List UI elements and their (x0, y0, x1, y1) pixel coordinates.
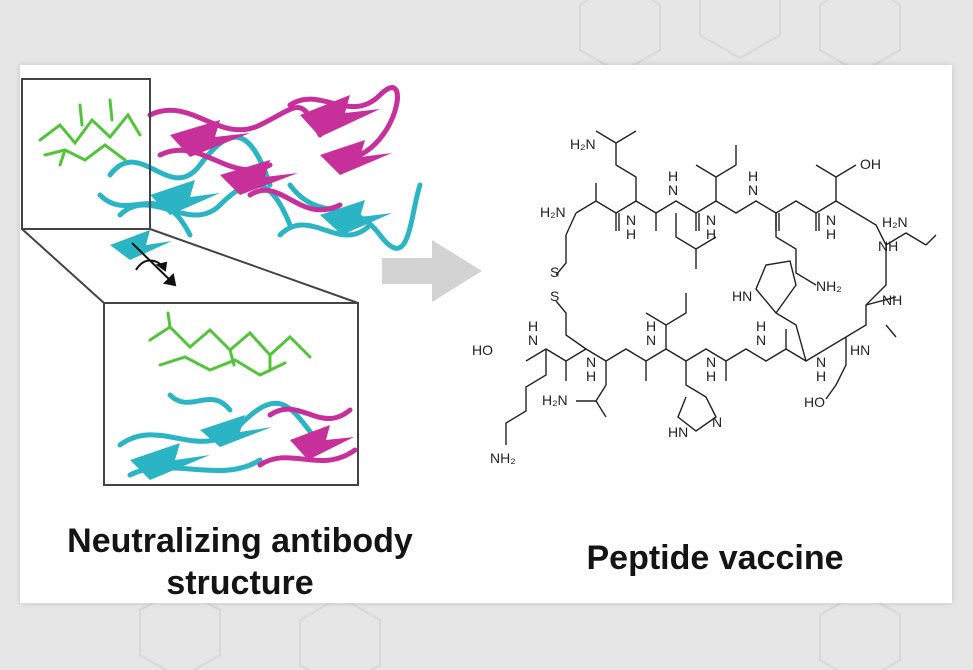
atom-label: N (706, 354, 716, 370)
atom-label: H (586, 368, 596, 384)
atom-label: H (826, 226, 836, 242)
antibody-ribbon-structure (38, 85, 423, 260)
peptide-atom-labels: H₂N H₂N H N N H H N N H N H OH H₂N NH₂ H… (472, 136, 908, 466)
atom-label: H₂N (542, 392, 568, 408)
atom-label: HN (850, 342, 870, 358)
atom-label: H (528, 318, 538, 334)
atom-label: H (646, 318, 656, 334)
atom-label: NH₂ (490, 450, 516, 466)
atom-label: H (668, 168, 678, 184)
atom-label: N (528, 332, 538, 348)
atom-label: N (646, 332, 656, 348)
atom-label: S (550, 264, 559, 280)
atom-label: N (668, 182, 678, 198)
atom-label: N (756, 332, 766, 348)
figure-panel: H₂N H₂N H N N H H N N H N H OH H₂N NH₂ H… (20, 65, 952, 603)
atom-label: H (706, 368, 716, 384)
zoom-inset-frame (21, 78, 359, 486)
rotation-arrow-icon (131, 242, 177, 287)
atom-label: OH (860, 156, 881, 172)
atom-label: H₂N (540, 204, 566, 220)
atom-label: N (712, 414, 722, 430)
atom-label: N (706, 212, 716, 228)
atom-label: N (816, 354, 826, 370)
atom-label: NH (878, 238, 898, 254)
atom-label: N (586, 354, 596, 370)
vaccine-caption: Peptide vaccine (586, 539, 844, 577)
atom-label: NH₂ (816, 278, 842, 294)
atom-label: HN (668, 424, 688, 440)
figure-artwork: H₂N H₂N H N N H H N N H N H OH H₂N NH₂ H… (21, 78, 937, 486)
atom-label: H (816, 368, 826, 384)
atom-label: H (756, 318, 766, 334)
atom-label: HN (732, 288, 752, 304)
zoomed-binding-site (117, 311, 358, 480)
atom-label: H (706, 226, 716, 242)
atom-label: HO (472, 342, 493, 358)
atom-label: N (748, 182, 758, 198)
antibody-caption-line1: Neutralizing antibody (67, 522, 413, 560)
atom-label: H₂N (570, 136, 596, 152)
atom-label: N (626, 212, 636, 228)
antibody-caption-line2: structure (166, 564, 314, 602)
antibody-caption: Neutralizing antibody structure (20, 520, 460, 604)
atom-label: S (550, 288, 559, 304)
transition-arrow (382, 240, 482, 302)
atom-label: H (748, 168, 758, 184)
peptide-molecule-bonds (505, 130, 937, 445)
atom-label: H (626, 226, 636, 242)
atom-label: NH (882, 292, 902, 308)
atom-label: N (826, 212, 836, 228)
atom-label: H₂N (882, 214, 908, 230)
atom-label: HO (804, 394, 825, 410)
